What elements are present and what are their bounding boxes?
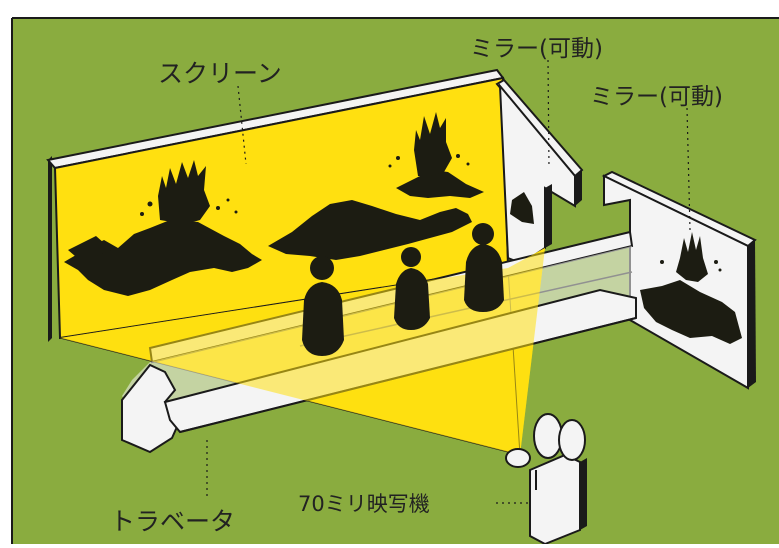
volcano-body	[268, 200, 472, 260]
ash-dot	[396, 156, 400, 160]
screen-left-edge	[48, 156, 52, 342]
mirror-right	[601, 170, 757, 390]
volcano-reflection-right	[640, 232, 742, 344]
volcano-body	[64, 220, 262, 296]
ash-dot	[140, 212, 144, 216]
person-body	[302, 282, 344, 356]
film-projector-icon	[505, 413, 587, 546]
label-mirror-left: ミラー(可動)	[470, 36, 603, 62]
ash-dot	[234, 210, 238, 214]
ash-dot	[718, 268, 722, 272]
ash-dot	[456, 154, 460, 158]
volcano-reflection-smoke	[676, 232, 708, 282]
projector-side	[580, 458, 587, 530]
volcano-ridge	[68, 236, 112, 262]
leader-mirror-left	[547, 59, 550, 169]
label-screen: スクリーン	[158, 59, 282, 88]
person-head	[310, 256, 334, 280]
label-mirror-right: ミラー(可動)	[590, 84, 723, 110]
person-head	[472, 223, 494, 245]
volcano-large-left	[64, 160, 262, 296]
volcano-reflection-left	[510, 192, 534, 224]
projector-lens	[505, 448, 531, 468]
ash-dot	[714, 260, 718, 264]
ash-dot	[147, 201, 153, 207]
ash-dot	[226, 198, 230, 202]
label-travelator: トラベータ	[110, 507, 235, 536]
person-silhouette-icon	[394, 247, 430, 330]
mirror-left-notch-shadow	[545, 184, 552, 248]
leader-screen	[237, 85, 247, 165]
ash-dot	[466, 162, 470, 166]
person-silhouette-icon	[464, 223, 504, 312]
ash-dot	[216, 206, 220, 210]
projector-reel-front	[533, 413, 563, 459]
volcano-far-right	[388, 112, 484, 198]
person-head	[401, 247, 421, 267]
leader-mirror-right	[686, 107, 691, 231]
volcano-body	[396, 170, 484, 198]
person-body	[394, 268, 430, 330]
projector-body	[529, 453, 581, 546]
leader-lines	[206, 59, 691, 504]
label-projector: 70ミリ映写機	[298, 492, 430, 516]
ash-dot	[388, 164, 392, 168]
mirror-left	[495, 78, 584, 264]
person-silhouette-icon	[302, 256, 344, 356]
volcano-eruption-plume	[158, 160, 210, 224]
audience	[302, 223, 504, 356]
volcano-eruption-plume	[414, 112, 452, 176]
person-body	[464, 244, 504, 312]
volcano-middle	[268, 200, 472, 260]
mirror-right-side	[748, 240, 756, 388]
mirror-left-side	[575, 170, 582, 206]
projector-reel-back	[558, 419, 586, 461]
ash-dot	[660, 260, 664, 264]
volcano-reflection-body	[640, 280, 742, 344]
